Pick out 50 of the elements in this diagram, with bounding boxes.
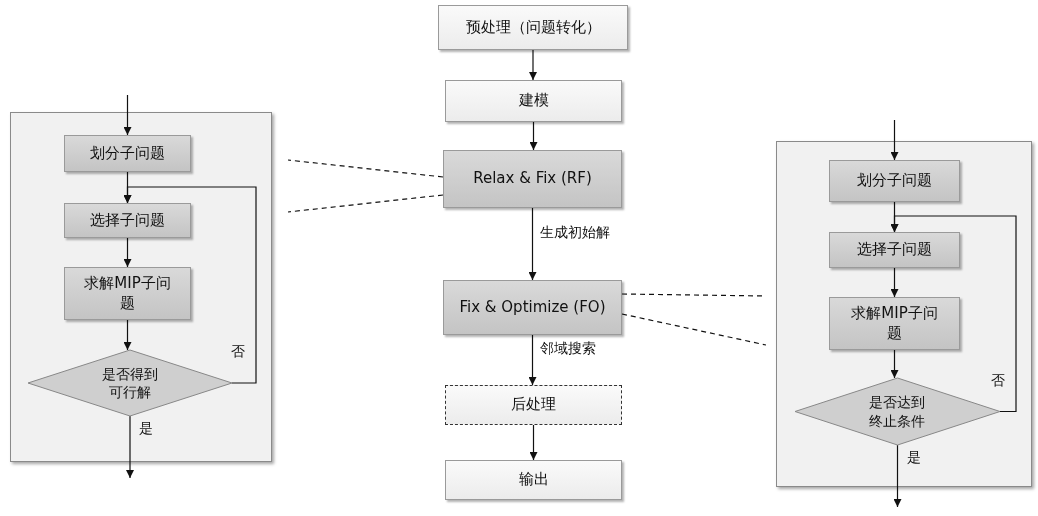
arrow <box>890 349 899 379</box>
process-box <box>829 160 960 202</box>
arrow <box>123 319 132 351</box>
process-box <box>829 232 960 268</box>
arrow <box>528 207 537 281</box>
arrow <box>123 94 132 136</box>
zoom-line <box>287 159 444 178</box>
box-label: 求解MIP子问题 <box>83 274 172 313</box>
arrow <box>529 424 538 461</box>
box-label: Relax & Fix (RF) <box>473 169 592 189</box>
process-box <box>829 297 960 350</box>
subprocess-panel <box>10 112 272 462</box>
zoom-line <box>621 313 767 346</box>
process-box <box>438 5 628 50</box>
arrow <box>890 215 1017 413</box>
box-label: 后处理 <box>511 395 556 415</box>
arrow <box>123 237 132 268</box>
zoom-line <box>287 194 444 213</box>
decision-text: 是否达到终止条件 <box>868 393 927 430</box>
arrow <box>893 444 902 508</box>
process-box <box>445 385 622 425</box>
box-label: 选择子问题 <box>90 210 165 231</box>
edge-label: 生成初始解 <box>538 224 611 241</box>
arrow <box>890 119 899 161</box>
process-box <box>64 203 191 238</box>
process-box <box>443 150 622 208</box>
box-label: 预处理（问题转化） <box>465 17 601 38</box>
subprocess-panel <box>776 141 1032 487</box>
box-label: 求解MIP子问题 <box>850 304 939 343</box>
arrow <box>528 334 537 386</box>
arrow <box>126 415 134 479</box>
edge-label: 是 <box>138 420 154 437</box>
box-label: Fix & Optimize (FO) <box>459 297 606 318</box>
box-label: 输出 <box>518 470 549 490</box>
process-box <box>64 267 191 320</box>
arrow <box>123 186 257 384</box>
box-label: 划分子问题 <box>90 143 165 164</box>
process-box <box>445 460 622 500</box>
process-box <box>64 135 191 172</box>
box-label: 划分子问题 <box>857 171 932 191</box>
arrow <box>529 49 537 81</box>
process-box <box>445 80 622 122</box>
edge-label: 否 <box>230 343 246 360</box>
edge-label: 邻域搜索 <box>538 340 597 357</box>
process-box <box>443 280 622 335</box>
decision-text: 是否得到可行解 <box>101 364 159 402</box>
arrow <box>890 267 899 298</box>
box-label: 建模 <box>518 91 549 111</box>
arrow <box>529 121 538 151</box>
box-label: 选择子问题 <box>857 240 932 260</box>
